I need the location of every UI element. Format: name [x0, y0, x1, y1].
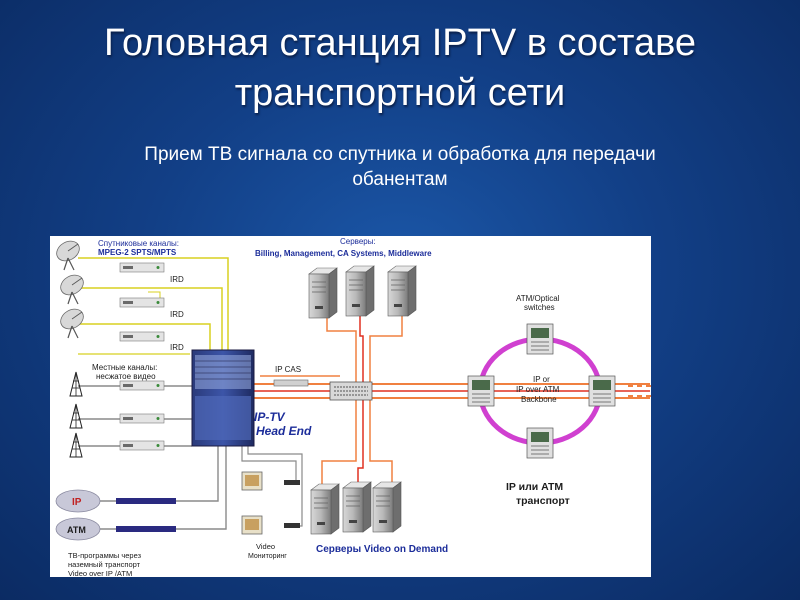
encoder-unit: [119, 440, 165, 451]
satellite-dish-icon: [56, 304, 88, 339]
ip-cas-label: IP CAS: [275, 365, 301, 374]
slide-title: Головная станция IPTV в составе транспор…: [0, 18, 800, 118]
ip-cas-box: [273, 379, 309, 387]
slide-title-line1: Головная станция IPTV в составе: [103, 22, 697, 64]
ird-label-3: IRD: [170, 343, 184, 352]
yellow-link-2: [78, 287, 223, 364]
server-icon: [345, 265, 375, 317]
ip-badge-text: IP: [72, 497, 82, 508]
diagram-canvas: Спутниковые каналы: MPEG-2 SPTS/MPTS IRD…: [52, 236, 651, 577]
vod-server-icon: [372, 481, 402, 533]
servers-label-line2: Billing, Management, CA Systems, Middlew…: [255, 249, 432, 258]
aggregation-switch: [329, 381, 373, 401]
transport-label-line2: транспорт: [516, 495, 570, 507]
encoder-unit: [119, 413, 165, 424]
slide-title-line2: транспортной сети: [234, 72, 566, 114]
ird-unit: [119, 262, 165, 273]
yellow-link-1: [78, 257, 229, 364]
atm-switch-top: [526, 323, 554, 355]
video-monitor-icon: [241, 515, 300, 535]
servers-label-line1: Серверы:: [340, 237, 376, 246]
tv-tower-icon: [69, 432, 83, 458]
slide-subtitle: Прием ТВ сигнала со спутника и обработка…: [60, 142, 740, 192]
vod-server-icon: [310, 483, 340, 535]
slide-subtitle-line2: обанентам: [352, 169, 448, 190]
atm-switch-right: [588, 375, 616, 407]
atm-cloud-icon: [55, 517, 101, 541]
ird-unit: [119, 297, 165, 308]
atm-switch-label-line1: ATM/Optical: [516, 294, 560, 303]
tv-tower-icon: [69, 371, 83, 397]
backbone-label-line2: IP over ATM: [516, 385, 560, 394]
ird-unit: [119, 331, 165, 342]
tv-programs-line1: ТВ-программы через: [68, 551, 142, 560]
ip-cloud-icon: [55, 489, 101, 513]
atm-switch-bottom: [526, 427, 554, 459]
video-monitor-line1: Video: [256, 542, 275, 551]
vod-label: Серверы Video on Demand: [316, 544, 448, 555]
transport-label-line1: IP или ATM: [506, 481, 563, 493]
local-label-line1: Местные каналы:: [92, 363, 157, 372]
ird-label-2: IRD: [170, 310, 184, 319]
atm-switch-label-line2: switches: [524, 303, 555, 312]
local-label-line2: несжатое видео: [96, 372, 156, 381]
atm-badge-text: ATM: [67, 525, 86, 535]
satellite-dish-icon: [52, 236, 84, 271]
vod-server-icon: [342, 481, 372, 533]
video-monitor-icon: [241, 471, 300, 491]
headend-label-line1: IP-TV: [254, 410, 286, 424]
ip-link-bar: [116, 498, 176, 504]
slide-subtitle-line1: Прием ТВ сигнала со спутника и обработка…: [144, 144, 656, 165]
iptv-network-diagram: Спутниковые каналы: MPEG-2 SPTS/MPTS IRD…: [50, 236, 651, 577]
tv-programs-line3: Video over IP /ATM: [68, 569, 132, 577]
server-icon: [387, 265, 417, 317]
encoder-unit: [119, 380, 165, 391]
tv-tower-icon: [69, 403, 83, 429]
atm-switch-left: [467, 375, 495, 407]
headend-label-line2: Head End: [256, 424, 312, 438]
backbone-label-line3: Backbone: [521, 395, 557, 404]
satellite-label-line2: MPEG-2 SPTS/MPTS: [98, 248, 177, 257]
ird-label-1: IRD: [170, 275, 184, 284]
backbone-label-line1: IP or: [533, 375, 550, 384]
video-monitor-line2: Мониторинг: [248, 553, 287, 560]
atm-link-bar: [116, 526, 176, 532]
headend-rack: [191, 349, 255, 447]
server-icon: [308, 267, 338, 319]
tv-programs-line2: наземный транспорт: [68, 560, 141, 569]
satellite-label-line1: Спутниковые каналы:: [98, 239, 179, 248]
yellow-link-3: [78, 323, 211, 364]
